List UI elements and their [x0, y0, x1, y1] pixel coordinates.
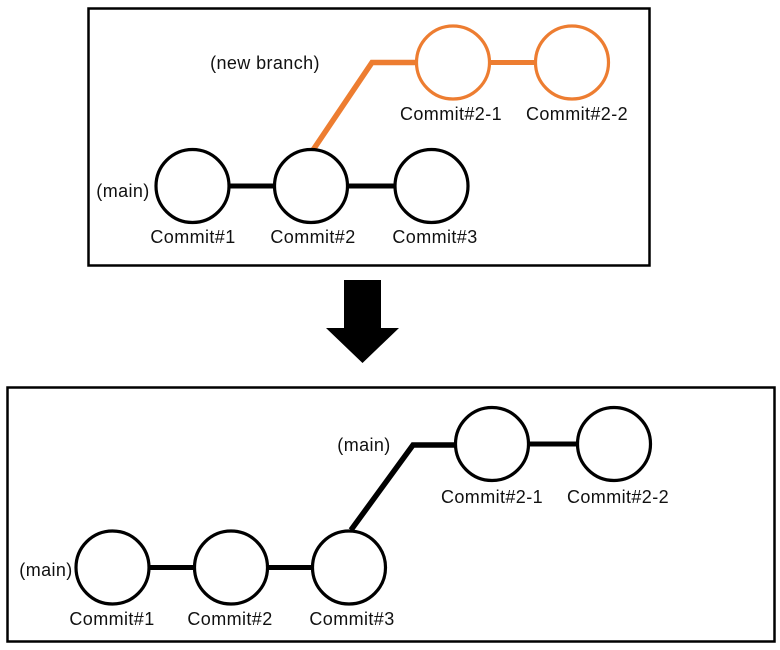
after-main-branch-label-left: (main): [19, 560, 73, 580]
before-panel-box: [87, 7, 651, 267]
before-branch-elbow-line: [310, 59, 421, 152]
after-commit-2-node: [192, 529, 270, 606]
down-arrow-icon: [326, 280, 399, 363]
after-commit-2-1-node: [453, 405, 531, 483]
after-commit-3-label: Commit#3: [309, 609, 395, 629]
after-commit-2-1-label: Commit#2-1: [440, 487, 544, 507]
before-commit-1-label: Commit#1: [150, 227, 236, 247]
before-commit-2-2-node: [533, 24, 611, 101]
after-commit-1-node: [74, 529, 151, 606]
after-main-branch-label-upper: (main): [337, 435, 391, 455]
after-panel-box: [6, 386, 776, 643]
before-commit-3-label: Commit#3: [392, 227, 478, 247]
before-commit-2-1-node: [414, 24, 492, 101]
after-branch-elbow-line: [348, 442, 461, 532]
after-commit-2-2-node: [575, 405, 653, 483]
before-commit-3-node: [393, 147, 470, 225]
before-commit-2-1-label: Commit#2-1: [399, 104, 503, 124]
before-commit-2-2-label: Commit#2-2: [525, 104, 629, 124]
after-commit-3-node: [310, 529, 388, 606]
before-main-branch-label: (main): [96, 181, 150, 201]
before-commit-1-node: [154, 147, 231, 225]
after-commit-2-2-label: Commit#2-2: [566, 487, 670, 507]
before-commit-2-label: Commit#2: [270, 227, 356, 247]
after-commit-1-label: Commit#1: [69, 609, 155, 629]
before-commit-2-node: [272, 147, 350, 225]
before-new-branch-label: (new branch): [210, 53, 320, 73]
after-commit-2-label: Commit#2: [187, 609, 273, 629]
